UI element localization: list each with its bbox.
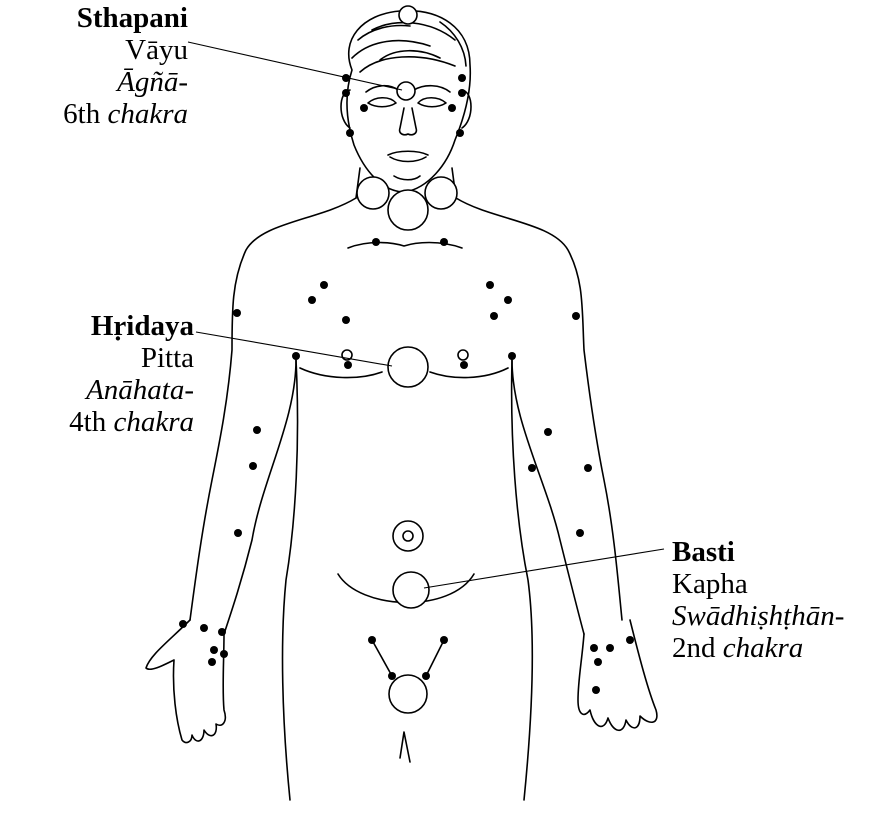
hand-right <box>578 620 657 730</box>
marma-point-dot <box>292 352 300 360</box>
marma-point-dot <box>572 312 580 320</box>
hridaya-chakra-name: Anāhata- <box>69 374 194 406</box>
sthapani-chakra-name: Āgñā- <box>63 66 188 98</box>
hridaya-name: Hṛidaya <box>91 310 194 342</box>
marma-point-dot <box>504 296 512 304</box>
marma-point-dot <box>368 636 376 644</box>
marma-point-dot <box>606 644 614 652</box>
leader-hridaya <box>196 332 392 366</box>
eye-right <box>418 98 446 107</box>
marma-point-dot <box>218 628 226 636</box>
pectoral-left <box>300 368 382 378</box>
marma-point-dot <box>233 309 241 317</box>
hridaya-dosha: Pitta <box>69 342 194 374</box>
marma-point-dot <box>220 650 228 658</box>
marma-point-dot <box>249 462 257 470</box>
circle-nipple-right <box>458 350 468 360</box>
sthapani-chakra-num: 6th <box>63 98 100 130</box>
circle-throat <box>388 190 428 230</box>
circle-neck-left <box>357 177 389 209</box>
arm-inner-right <box>512 360 584 634</box>
marma-point-dot <box>342 74 350 82</box>
marma-point-dot <box>342 89 350 97</box>
marma-point-dot <box>253 426 261 434</box>
basti-chakra-name: Swādhiṣhṭhān- <box>672 600 844 632</box>
leader-sthapani <box>188 42 402 90</box>
brow-right <box>414 86 450 92</box>
chin <box>394 176 420 180</box>
circle-hridaya <box>388 347 428 387</box>
marma-point-dot <box>460 361 468 369</box>
torso-right <box>512 360 533 800</box>
circle-crown <box>399 6 417 24</box>
sthapani-name: Sthapani <box>77 2 188 34</box>
label-sthapani: Sthapani Vāyu Āgñā- 6th chakra <box>63 2 188 130</box>
marma-point-dot <box>448 104 456 112</box>
marma-point-dot <box>458 89 466 97</box>
marma-point-dot <box>528 464 536 472</box>
marma-point-dot <box>508 352 516 360</box>
pectoral-right <box>430 368 508 378</box>
marma-point-dot <box>388 672 396 680</box>
basti-dosha: Kapha <box>672 568 844 600</box>
basti-chakra-word: chakra <box>723 632 804 664</box>
sthapani-dosha: Vāyu <box>63 34 188 66</box>
marma-point-dot <box>342 316 350 324</box>
label-hridaya: Hṛidaya Pitta Anāhata- 4th chakra <box>69 310 194 438</box>
circle-neck-right <box>425 177 457 209</box>
circle-navel-inner <box>403 531 413 541</box>
sthapani-chakra-word: chakra <box>107 98 188 130</box>
marma-point-dot <box>372 238 380 246</box>
marma-point-dot <box>576 529 584 537</box>
marma-point-dot <box>208 658 216 666</box>
marma-point-dot <box>626 636 634 644</box>
eye-left <box>368 98 396 107</box>
hridaya-chakra-word: chakra <box>113 406 194 438</box>
circle-groin <box>389 675 427 713</box>
marma-point-dot <box>544 428 552 436</box>
center-line <box>400 732 410 762</box>
groin-lines <box>372 640 444 676</box>
body-outline-left <box>190 198 356 620</box>
basti-name: Basti <box>672 536 735 568</box>
hair-lines <box>352 22 466 72</box>
marma-point-dot <box>584 464 592 472</box>
marma-point-dot <box>490 312 498 320</box>
marma-point-dot <box>344 361 352 369</box>
label-basti: Basti Kapha Swādhiṣhṭhān- 2nd chakra <box>672 536 844 664</box>
circle-sthapani <box>397 82 415 100</box>
marma-point-dot <box>210 646 218 654</box>
marma-point-dot <box>594 658 602 666</box>
circle-basti <box>393 572 429 608</box>
basti-chakra-num: 2nd <box>672 632 716 664</box>
marma-point-dot <box>458 74 466 82</box>
marma-point-dot <box>360 104 368 112</box>
marma-point-dot <box>590 644 598 652</box>
brow-left <box>366 86 398 92</box>
nose <box>400 108 417 135</box>
marma-point-dot <box>179 620 187 628</box>
hand-left <box>146 620 225 742</box>
marma-point-dot <box>308 296 316 304</box>
marma-point-dot <box>456 129 464 137</box>
marma-point-dot <box>320 281 328 289</box>
marma-point-dot <box>422 672 430 680</box>
marma-point-dot <box>346 129 354 137</box>
mouth <box>388 151 428 161</box>
leader-basti <box>424 549 664 588</box>
marma-point-dot <box>234 529 242 537</box>
marma-point-dot <box>440 636 448 644</box>
marma-point-dot <box>592 686 600 694</box>
body-outline-right <box>456 198 622 620</box>
marma-point-dot <box>486 281 494 289</box>
marma-point-dot <box>200 624 208 632</box>
hridaya-chakra-num: 4th <box>69 406 106 438</box>
marma-point-dot <box>440 238 448 246</box>
